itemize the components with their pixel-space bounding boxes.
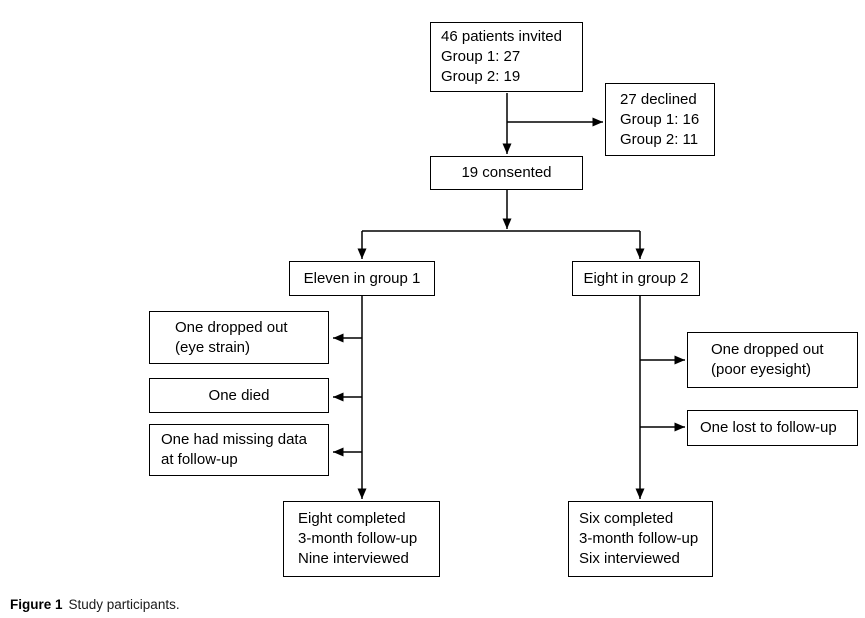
node-consented: 19 consented <box>430 156 583 190</box>
node-line: Eleven in group 1 <box>303 269 421 287</box>
node-group1-completed: Eight completed 3-month follow-up Nine i… <box>283 501 440 577</box>
node-line: 3-month follow-up <box>579 530 699 547</box>
node-line: One died <box>208 386 270 404</box>
node-line: One dropped out <box>175 318 288 336</box>
node-group1-died: One died <box>149 378 329 413</box>
node-line: Group 2: 11 <box>620 130 699 148</box>
node-line: Eight completed <box>298 510 406 527</box>
node-line: 27 declined <box>620 90 697 108</box>
node-line: Eight in group 2 <box>583 269 689 287</box>
node-patients-invited: 46 patients invited Group 1: 27 Group 2:… <box>430 22 583 92</box>
node-line: One had missing data <box>161 431 307 448</box>
node-line: One lost to follow-up <box>700 419 837 436</box>
node-line: Group 1: 16 <box>620 110 700 128</box>
figure-caption-text: Study participants. <box>68 597 180 612</box>
node-line: One dropped out <box>711 341 824 358</box>
figure-caption: Figure 1 Study participants. <box>10 596 180 613</box>
node-group1: Eleven in group 1 <box>289 261 435 296</box>
node-line: 19 consented <box>461 164 552 181</box>
node-line: Group 2: 19 <box>441 68 521 85</box>
node-group2-lost-followup: One lost to follow-up <box>687 410 858 446</box>
node-declined: 27 declined Group 1: 16 Group 2: 11 <box>605 83 715 156</box>
node-group1-dropout: One dropped out (eye strain) <box>149 311 329 364</box>
node-line: Group 1: 27 <box>441 48 521 65</box>
node-line: (eye strain) <box>175 338 251 356</box>
node-line: at follow-up <box>161 451 238 468</box>
figure-caption-label: Figure 1 <box>10 597 63 612</box>
node-line: 3-month follow-up <box>298 530 418 547</box>
node-group2-completed: Six completed 3-month follow-up Six inte… <box>568 501 713 577</box>
node-line: Nine interviewed <box>298 550 409 567</box>
node-line: Six completed <box>579 510 674 527</box>
node-line: Six interviewed <box>579 550 680 567</box>
node-group1-missing-data: One had missing data at follow-up <box>149 424 329 476</box>
node-line: (poor eyesight) <box>711 361 812 378</box>
node-line: 46 patients invited <box>441 28 562 45</box>
node-group2: Eight in group 2 <box>572 261 700 296</box>
node-group2-dropout: One dropped out (poor eyesight) <box>687 332 858 388</box>
